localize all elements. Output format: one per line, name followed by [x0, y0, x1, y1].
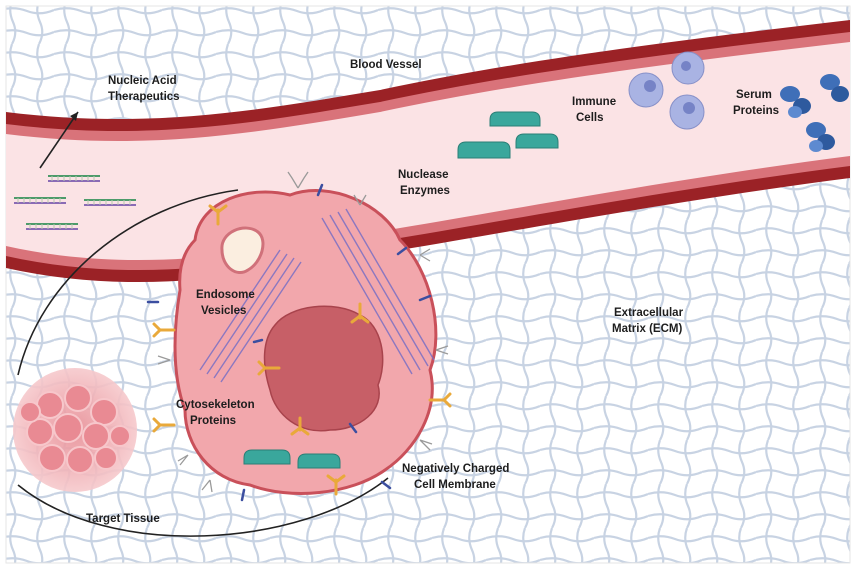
label-target-tissue: Target Tissue: [86, 513, 160, 525]
target-cell: [175, 191, 436, 494]
nucleus: [265, 306, 383, 430]
tumor-tissue-icon: [13, 368, 137, 492]
label-blood-vessel: Blood Vessel: [350, 59, 422, 71]
